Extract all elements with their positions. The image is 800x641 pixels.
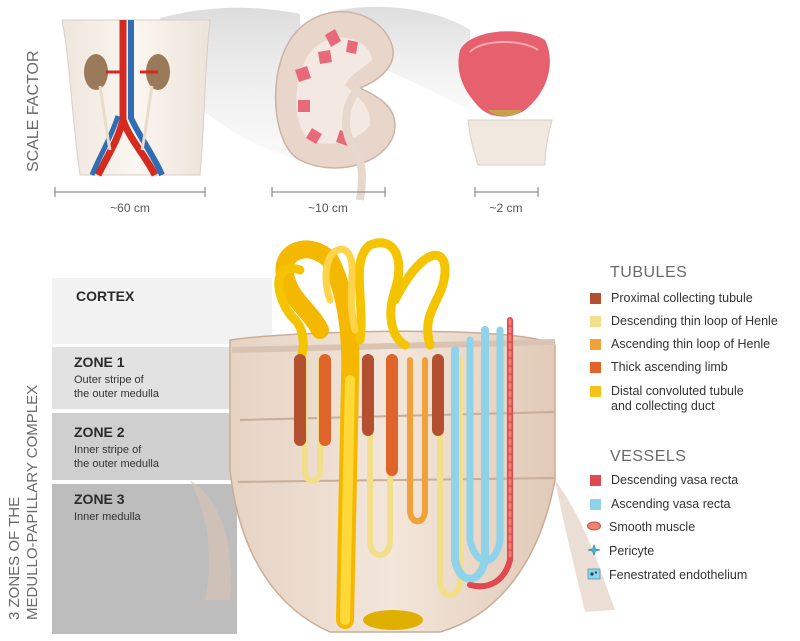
thick-ascending-swatch — [590, 362, 601, 373]
fenestrated-endothelium-icon — [587, 568, 601, 580]
vessels-heading: VESSELS — [610, 448, 687, 465]
legend-label: Thick ascending limb — [611, 360, 728, 374]
zone-1-title: ZONE 1 — [74, 354, 125, 370]
legend-label: Descending vasa recta — [611, 473, 739, 487]
scale-factor-heading: SCALE FACTOR — [25, 50, 42, 172]
ascending-thin-swatch — [590, 339, 601, 350]
zone-3-subtitle-line1: Inner medulla — [74, 511, 141, 523]
legend-item-pericyte: Pericyte — [587, 544, 654, 559]
legend-item-thick-ascending: Thick ascending limb — [590, 360, 728, 375]
cortical-tubules — [274, 238, 450, 629]
legend-item-proximal: Proximal collecting tubule — [590, 291, 753, 306]
kidney-illustration — [274, 11, 396, 201]
zone-2-subtitle-line1: Inner stripe of — [74, 444, 142, 456]
legend-item-smooth-muscle: Smooth muscle — [587, 520, 695, 535]
smooth-muscle-icon — [587, 521, 601, 531]
legend-item-descending-thin: Descending thin loop of Henle — [590, 314, 778, 329]
zone-2-subtitle: Inner stripe of the outer medulla — [74, 443, 159, 471]
zone-2-subtitle-line2: the outer medulla — [74, 458, 159, 470]
zone-1-subtitle-line1: Outer stripe of — [74, 374, 144, 386]
distal-swatch — [590, 386, 601, 397]
legend-item-descending-vasa: Descending vasa recta — [590, 473, 738, 488]
blue-square-icon — [590, 499, 601, 510]
legend-label: Distal convoluted tubule and collecting … — [611, 384, 744, 414]
legend-item-distal: Distal convoluted tubule and collecting … — [590, 384, 744, 414]
legend-item-ascending-vasa: Ascending vasa recta — [590, 497, 731, 512]
band-zone-1 — [52, 347, 262, 409]
scale-label-10cm: ~10 cm — [308, 201, 348, 215]
legend-label: Descending thin loop of Henle — [611, 314, 778, 328]
papilla-illustration — [458, 31, 553, 166]
band-zone-2 — [52, 413, 252, 480]
torso-illustration — [61, 19, 211, 177]
complex-heading-line1: 3 ZONES OF THE — [6, 496, 23, 620]
zone-2-title: ZONE 2 — [74, 424, 125, 440]
scale-label-60cm: ~60 cm — [110, 201, 150, 215]
legend-item-ascending-thin: Ascending thin loop of Henle — [590, 337, 770, 352]
legend-label: Fenestrated endothelium — [609, 568, 748, 582]
scale-label-2cm: ~2 cm — [489, 201, 523, 215]
legend-label: Pericyte — [609, 544, 655, 558]
pericyte-icon — [587, 544, 601, 556]
band-cortex — [52, 278, 272, 344]
zone-1-subtitle: Outer stripe of the outer medulla — [74, 373, 159, 401]
tubules-heading: TUBULES — [610, 264, 688, 281]
complex-heading-line2: MEDULLO-PAPILLARY COMPLEX — [24, 384, 41, 620]
zone-1-subtitle-line2: the outer medulla — [74, 388, 159, 400]
zone-3-subtitle: Inner medulla — [74, 510, 141, 524]
descending-thin-swatch — [590, 316, 601, 327]
legend-label: Smooth muscle — [609, 520, 696, 534]
henle-loops — [294, 354, 463, 598]
zone-3-title: ZONE 3 — [74, 491, 125, 507]
scale-bars — [54, 187, 539, 197]
complex-heading: 3 ZONES OF THE MEDULLO-PAPILLARY COMPLEX — [6, 385, 42, 620]
legend-label: Ascending thin loop of Henle — [611, 337, 771, 351]
zone-cortex-title: CORTEX — [76, 288, 135, 304]
legend-label-line1: Distal convoluted tubule — [611, 384, 744, 398]
vasa-recta — [451, 317, 513, 590]
red-square-icon — [590, 475, 601, 486]
legend-label-line2: and collecting duct — [611, 399, 715, 413]
legend-label: Proximal collecting tubule — [611, 291, 753, 305]
legend-item-fenestrated: Fenestrated endothelium — [587, 568, 747, 583]
proximal-swatch — [590, 293, 601, 304]
legend-label: Ascending vasa recta — [611, 497, 731, 511]
